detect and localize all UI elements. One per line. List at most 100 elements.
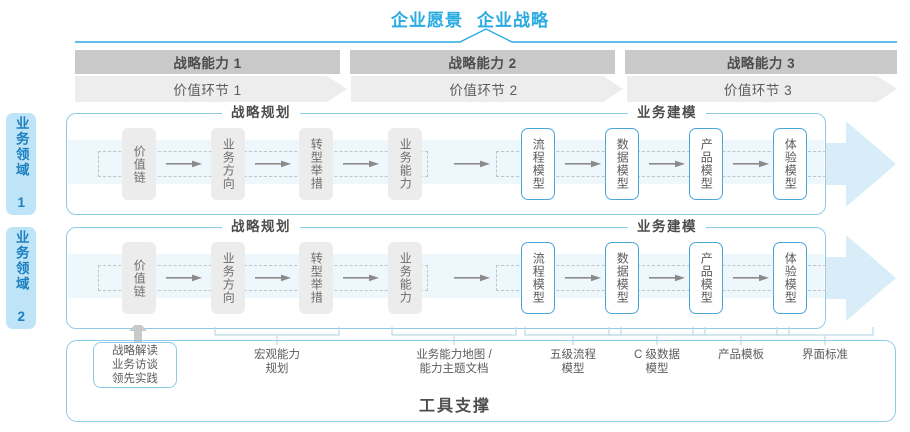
step-label: 业务方向	[221, 138, 236, 190]
capability-cell-1[interactable]: 战略能力 1	[75, 50, 340, 74]
value-chain-label-3: 价值环节 3	[723, 83, 793, 98]
value-chevron-shape-3	[627, 76, 897, 102]
step-box-data-model-1[interactable]: 数据模型	[605, 128, 639, 200]
tool-label-line-1: 界面标准	[802, 349, 848, 361]
arrow-right-icon	[255, 274, 291, 282]
track-segment-2b	[496, 265, 826, 291]
value-chevron-shape-2	[351, 76, 623, 102]
arrow-right-icon	[454, 274, 490, 282]
lane-1-step-arrows	[166, 160, 769, 168]
step-label: 流程模型	[531, 138, 546, 190]
step-box-experience-model-2[interactable]: 体验模型	[773, 242, 807, 314]
tool-highlight-line-3: 领先实践	[112, 373, 158, 385]
sidebar-item-domain-2[interactable]: 业务领域 2	[6, 227, 36, 329]
step-box-business-direction-1[interactable]: 业务方向	[211, 128, 245, 200]
planning-label-2: 战略规划	[231, 219, 291, 234]
page-title: 企业愿景企业战略	[355, 6, 585, 31]
tool-label-ui-standard: 界面标准	[765, 348, 885, 362]
step-label: 产品模型	[699, 252, 714, 304]
section-caption-planning-1: 战略规划	[222, 106, 300, 120]
capability-label-1: 战略能力 1	[173, 56, 242, 71]
step-label: 体验模型	[783, 138, 798, 190]
brace-capability-map	[391, 327, 517, 336]
brace-macro-capability	[214, 327, 340, 336]
step-box-data-model-2[interactable]: 数据模型	[605, 242, 639, 314]
value-chain-cell-3[interactable]: 价值环节 3	[627, 76, 889, 102]
brace-data-model	[608, 327, 706, 336]
domain-label-2: 业务领域 2	[13, 230, 29, 326]
vision-label: 企业愿景	[391, 11, 463, 30]
brace-product-model	[692, 327, 790, 336]
tool-highlight-line-1: 战略解读	[112, 345, 158, 357]
track-segment-1b	[496, 151, 826, 177]
tool-label-capability-map: 业务能力地图 / 能力主题文档	[394, 348, 514, 376]
arrow-right-icon	[166, 160, 202, 168]
step-box-business-direction-2[interactable]: 业务方向	[211, 242, 245, 314]
arrow-right-icon	[166, 274, 202, 282]
planning-label-1: 战略规划	[231, 105, 291, 120]
step-box-business-capability-2[interactable]: 业务能力	[388, 242, 422, 314]
brace-process-model	[524, 327, 622, 336]
tool-support-panel	[66, 340, 896, 422]
value-chain-label-1: 价值环节 1	[173, 83, 242, 98]
value-chain-cell-2[interactable]: 价值环节 2	[351, 76, 616, 102]
sidebar-item-domain-1[interactable]: 业务领域 1	[6, 113, 36, 215]
step-box-value-chain-2[interactable]: 价值链	[122, 242, 156, 314]
arrow-up-icon	[129, 325, 147, 343]
tool-highlight-line-2: 业务访谈	[112, 359, 158, 371]
tool-label-process-model: 五级流程 模型	[513, 348, 633, 376]
step-box-transformation-1[interactable]: 转型举措	[299, 128, 333, 200]
arrow-right-icon	[733, 160, 769, 168]
step-label: 价值链	[132, 258, 147, 298]
step-label: 业务方向	[221, 252, 236, 304]
step-label: 价值链	[132, 144, 147, 184]
step-label: 转型举措	[309, 138, 324, 190]
section-caption-modeling-2: 业务建模	[628, 220, 706, 234]
tool-label-line-1: C 级数据	[634, 349, 680, 361]
step-label: 业务能力	[398, 138, 413, 190]
step-box-process-model-1[interactable]: 流程模型	[521, 128, 555, 200]
step-box-transformation-2[interactable]: 转型举措	[299, 242, 333, 314]
step-box-experience-model-1[interactable]: 体验模型	[773, 128, 807, 200]
step-label: 产品模型	[699, 138, 714, 190]
tool-highlight-box[interactable]: 战略解读 业务访谈 领先实践	[93, 342, 177, 388]
step-box-product-model-1[interactable]: 产品模型	[689, 128, 723, 200]
modeling-label-2: 业务建模	[637, 219, 697, 234]
step-label: 体验模型	[783, 252, 798, 304]
capability-bar: 战略能力 1 战略能力 2 战略能力 3	[75, 50, 897, 74]
arrow-right-icon	[565, 274, 601, 282]
lane-2-step-arrows	[166, 274, 769, 282]
modeling-label-1: 业务建模	[637, 105, 697, 120]
capability-cell-3[interactable]: 战略能力 3	[625, 50, 897, 74]
arrow-right-icon	[255, 160, 291, 168]
step-label: 数据模型	[615, 252, 630, 304]
tool-label-line-2: 规划	[265, 363, 289, 375]
step-box-product-model-2[interactable]: 产品模型	[689, 242, 723, 314]
arrow-right-icon	[733, 274, 769, 282]
value-chain-cell-1[interactable]: 价值环节 1	[75, 76, 340, 102]
arrow-right-icon	[343, 160, 379, 168]
step-label: 流程模型	[531, 252, 546, 304]
step-box-process-model-2[interactable]: 流程模型	[521, 242, 555, 314]
track-segment-2a	[98, 265, 428, 291]
step-box-value-chain-1[interactable]: 价值链	[122, 128, 156, 200]
value-chain-label-2: 价值环节 2	[449, 83, 518, 98]
value-chevron-shape-1	[75, 76, 347, 102]
tool-label-line-2: 模型	[645, 363, 669, 375]
step-label: 转型举措	[309, 252, 324, 304]
capability-label-2: 战略能力 2	[448, 56, 517, 71]
arrow-right-icon	[454, 160, 490, 168]
tool-label-line-1: 宏观能力	[254, 349, 300, 361]
brace-experience-model	[776, 327, 874, 336]
arrow-right-icon	[565, 160, 601, 168]
capability-label-3: 战略能力 3	[726, 56, 796, 71]
strategy-label: 企业战略	[477, 11, 549, 30]
step-box-business-capability-1[interactable]: 业务能力	[388, 128, 422, 200]
tool-label-macro-capability: 宏观能力 规划	[217, 348, 337, 376]
track-segment-1a	[98, 151, 428, 177]
capability-cell-2[interactable]: 战略能力 2	[350, 50, 615, 74]
tool-label-data-model: C 级数据 模型	[597, 348, 717, 376]
tool-label-line-1: 业务能力地图 /	[416, 349, 492, 361]
tool-connectors	[129, 325, 874, 345]
